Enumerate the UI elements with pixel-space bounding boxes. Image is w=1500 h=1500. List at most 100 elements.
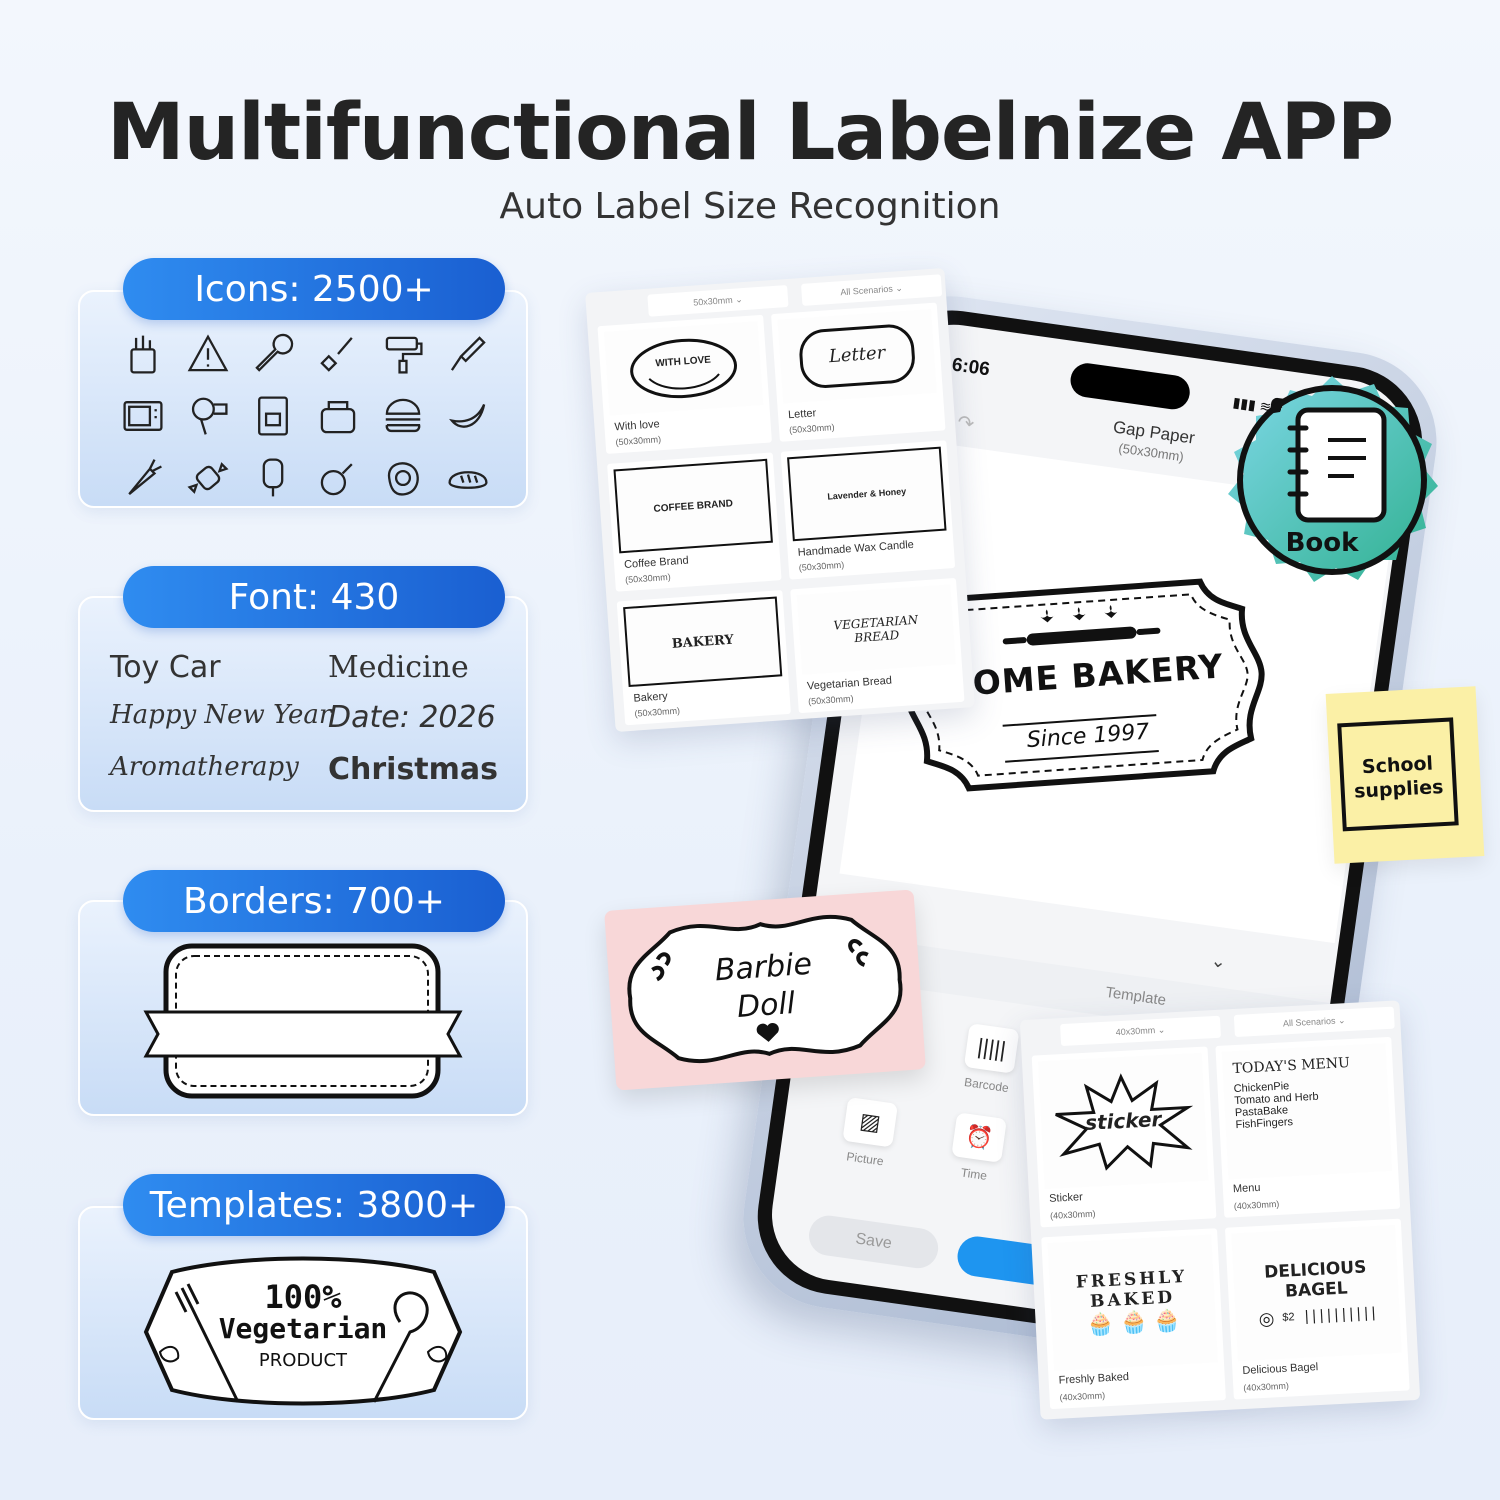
template-tile-wax-candle[interactable]: Lavender & Honey Handmade Wax Candle (50… bbox=[780, 440, 956, 580]
template-size: (40x30mm) bbox=[1233, 1198, 1280, 1212]
template-sample-line2: Vegetarian bbox=[218, 1312, 388, 1345]
pencil-cup-icon bbox=[110, 330, 175, 378]
coffee-machine-icon bbox=[240, 392, 305, 440]
vegetarian-bread-art-text: VEGETARIAN BREAD bbox=[833, 612, 919, 646]
template-name: With love bbox=[614, 418, 661, 434]
hair-dryer-icon bbox=[175, 392, 240, 440]
redo-icon[interactable]: ↷ bbox=[955, 411, 976, 436]
scenario-dropdown-value: All Scenarios bbox=[840, 283, 894, 298]
template-tile-menu[interactable]: TODAY'S MENU ChickenPie Tomato and Herb … bbox=[1215, 1036, 1401, 1218]
size-dropdown[interactable]: 50x30mm ⌄ bbox=[647, 284, 789, 317]
template-sample-line3: PRODUCT bbox=[258, 1350, 348, 1371]
wreath-icon bbox=[630, 338, 737, 399]
egg-icon bbox=[370, 454, 435, 502]
save-button[interactable]: Save bbox=[806, 1213, 941, 1271]
template-tile-bakery[interactable]: BAKERY Bakery (50x30mm) bbox=[616, 590, 791, 726]
template-name: Freshly Baked bbox=[1058, 1371, 1130, 1387]
wax-candle-art: Lavender & Honey bbox=[787, 446, 947, 542]
ornate-frame-icon bbox=[627, 914, 903, 1064]
template-name: Handmade Wax Candle bbox=[797, 538, 915, 559]
barcode-icon[interactable]: ||||| bbox=[963, 1023, 1020, 1074]
bakery-art-text: BAKERY bbox=[671, 632, 735, 652]
book-sticker: Book bbox=[1212, 370, 1452, 600]
template-size: (50x30mm) bbox=[798, 559, 845, 573]
bakery-border-icon bbox=[904, 578, 1265, 792]
font-pill: Font: 430 bbox=[123, 566, 505, 628]
warning-icon bbox=[175, 330, 240, 378]
barcode-label: Barcode bbox=[963, 1075, 1010, 1096]
home-bakery-label[interactable]: HOME BAKERY Since 1997 bbox=[894, 558, 1274, 813]
microwave-icon bbox=[110, 392, 175, 440]
trowel-icon bbox=[435, 330, 500, 378]
font-sample-aromatherapy: Aromatherapy bbox=[110, 752, 299, 782]
border-sample-icon bbox=[143, 943, 463, 1099]
bird-frame-icon bbox=[799, 324, 915, 388]
template-size: (50x30mm) bbox=[807, 693, 854, 707]
bakery-art: BAKERY bbox=[623, 596, 783, 688]
picture-icon[interactable]: ▨ bbox=[842, 1096, 899, 1148]
template-panel-bottom: 40x30mm ⌄ All Scenarios ⌄ sticker Sticke… bbox=[1019, 1000, 1421, 1420]
icon-grid bbox=[110, 330, 500, 502]
font-sample-toy-car: Toy Car bbox=[110, 650, 221, 685]
template-tile-coffee-brand[interactable]: COFFEE BRAND Coffee Brand (50x30mm) bbox=[607, 452, 782, 592]
letter-art-text: Letter bbox=[828, 342, 886, 368]
coffee-brand-art: COFFEE BRAND bbox=[613, 458, 773, 554]
font-sample-date: Date: 2026 bbox=[328, 700, 496, 735]
template-name: Vegetarian Bread bbox=[806, 674, 893, 693]
dynamic-island bbox=[1068, 361, 1192, 412]
font-card bbox=[78, 596, 528, 812]
templates-pill: Templates: 3800+ bbox=[123, 1174, 505, 1236]
template-size: (50x30mm) bbox=[615, 434, 662, 448]
font-sample-happy-new-year: Happy New Year bbox=[110, 700, 332, 730]
size-dropdown-value: 50x30mm bbox=[692, 294, 734, 308]
book-badge-icon bbox=[1228, 376, 1438, 582]
wrench-icon bbox=[240, 330, 305, 378]
delicious-bagel-art-text: DELICIOUS BAGEL bbox=[1263, 1256, 1367, 1302]
barcode-graphic-icon: |||||||||| bbox=[1302, 1304, 1378, 1325]
book-sticker-label: Book bbox=[1285, 528, 1359, 558]
coffee-brand-art-text: COFFEE BRAND bbox=[653, 497, 734, 515]
template-tile-letter[interactable]: Letter Letter (50x30mm) bbox=[771, 302, 946, 442]
scenario-dropdown[interactable]: All Scenarios ⌄ bbox=[800, 274, 943, 306]
cupcake-icon: 🧁 🧁 🧁 bbox=[1085, 1307, 1182, 1338]
size-dropdown-bottom[interactable]: 40x30mm ⌄ bbox=[1060, 1015, 1221, 1047]
icons-pill: Icons: 2500+ bbox=[123, 258, 505, 320]
carrot-icon bbox=[110, 454, 175, 502]
barbie-doll-card: Barbie Doll bbox=[604, 889, 926, 1091]
template-size: (40x30mm) bbox=[1243, 1380, 1290, 1394]
time-label: Time bbox=[959, 1165, 988, 1183]
school-supplies-note: School supplies bbox=[1325, 686, 1485, 864]
template-size: (40x30mm) bbox=[1049, 1208, 1096, 1221]
bagel-icon: ◎ bbox=[1258, 1307, 1275, 1329]
popsicle-icon bbox=[240, 454, 305, 502]
delicious-bagel-art: DELICIOUS BAGEL ◎ $2 |||||||||| bbox=[1231, 1224, 1402, 1362]
vegetarian-template-icon bbox=[143, 1256, 463, 1406]
menu-art-title: TODAY'S MENU bbox=[1232, 1055, 1351, 1078]
sticker-art-text: sticker bbox=[1084, 1106, 1162, 1135]
template-tile-delicious-bagel[interactable]: DELICIOUS BAGEL ◎ $2 |||||||||| Deliciou… bbox=[1224, 1218, 1410, 1400]
template-size: (50x30mm) bbox=[634, 705, 681, 719]
borders-pill: Borders: 700+ bbox=[123, 870, 505, 932]
scenario-dropdown-bottom[interactable]: All Scenarios ⌄ bbox=[1233, 1006, 1395, 1037]
font-sample-medicine: Medicine bbox=[328, 650, 469, 685]
vegetarian-bread-art: VEGETARIAN BREAD bbox=[796, 584, 956, 675]
picture-label: Picture bbox=[845, 1149, 885, 1169]
template-name: Menu bbox=[1232, 1181, 1261, 1196]
template-size: (40x30mm) bbox=[1059, 1390, 1106, 1403]
template-tile-sticker[interactable]: sticker Sticker (40x30mm) bbox=[1031, 1046, 1217, 1228]
template-name: Letter bbox=[787, 407, 817, 422]
alarm-clock-icon[interactable]: ⏰ bbox=[951, 1112, 1007, 1163]
with-love-art: WITH LOVE bbox=[603, 321, 764, 416]
template-tile-with-love[interactable]: WITH LOVE With love (50x30mm) bbox=[597, 314, 772, 454]
menu-item: FishFingers bbox=[1235, 1116, 1294, 1132]
template-name: Delicious Bagel bbox=[1242, 1361, 1319, 1378]
chevron-down-icon[interactable]: ⌄ bbox=[1209, 950, 1228, 973]
scenario-dropdown-bottom-value: All Scenarios bbox=[1282, 1015, 1336, 1029]
template-tile-vegetarian-bread[interactable]: VEGETARIAN BREAD Vegetarian Bread (50x30… bbox=[790, 577, 965, 714]
template-sample-line1: 100% bbox=[264, 1278, 342, 1316]
bread-icon bbox=[435, 454, 500, 502]
wax-candle-art-text: Lavender & Honey bbox=[827, 486, 907, 502]
menu-art: TODAY'S MENU ChickenPie Tomato and Herb … bbox=[1221, 1043, 1393, 1180]
banana-icon bbox=[435, 392, 500, 440]
template-tile-freshly-baked[interactable]: FRESHLY BAKED 🧁 🧁 🧁 Freshly Baked (40x30… bbox=[1041, 1228, 1226, 1410]
